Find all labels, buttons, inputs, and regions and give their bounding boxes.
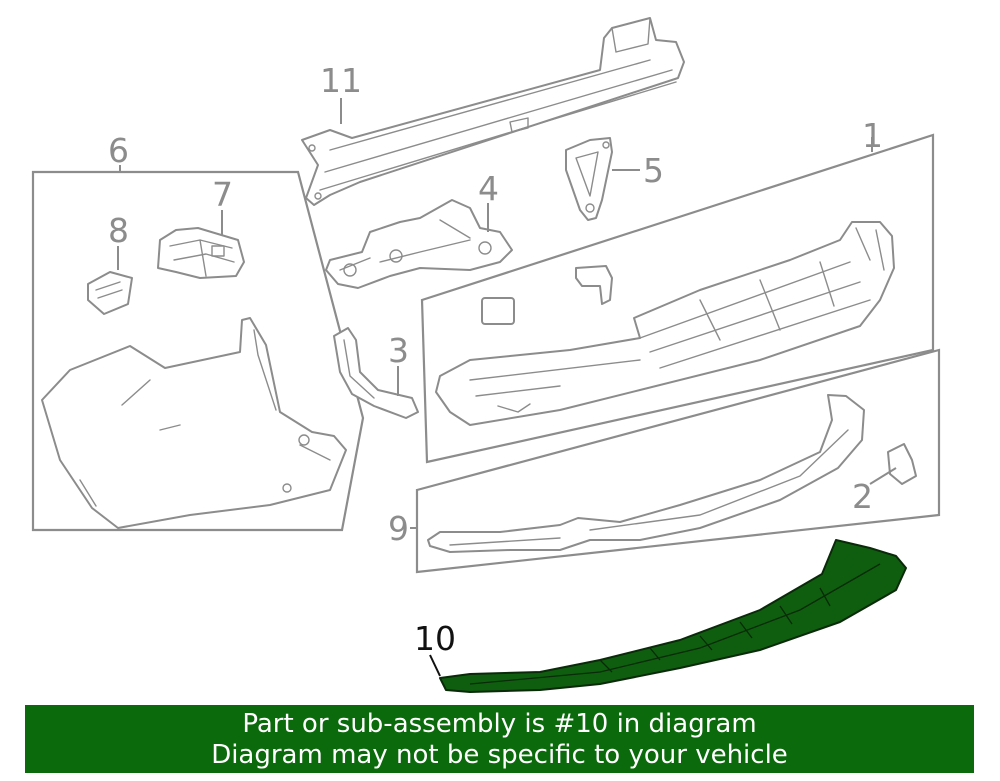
part-11-impact-bar[interactable] (301, 17, 685, 206)
callout-6: 6 (108, 131, 129, 170)
part-7-bracket[interactable] (157, 227, 245, 279)
callout-11: 11 (320, 61, 362, 100)
part-1-bumper-cover[interactable] (435, 221, 895, 426)
part-2-cap[interactable] (887, 443, 917, 485)
banner-line-1: Part or sub-assembly is #10 in diagram (242, 709, 757, 739)
part-4-guide-bracket[interactable] (325, 199, 513, 289)
panel-part-1 (420, 133, 935, 464)
callout-1: 1 (862, 116, 883, 155)
panel-part-9 (415, 348, 941, 574)
banner-line-2: Diagram may not be specific to your vehi… (211, 740, 788, 770)
callout-4: 4 (478, 169, 499, 208)
part-9-lower-molding[interactable] (427, 394, 865, 553)
part-5-bracket[interactable] (565, 137, 613, 221)
callout-7: 7 (212, 175, 233, 214)
part-6-corner-cover[interactable] (41, 317, 347, 529)
leader-2 (869, 467, 897, 485)
panel-part-6 (31, 170, 365, 532)
callout-8: 8 (108, 211, 129, 250)
callout-5: 5 (643, 151, 664, 190)
part-8-clip[interactable] (87, 271, 133, 315)
callout-2: 2 (852, 477, 873, 516)
callout-3: 3 (388, 331, 409, 370)
part-10-lower-valance[interactable] (439, 539, 907, 693)
callout-10: 10 (414, 619, 456, 658)
leader-10 (429, 654, 441, 677)
info-banner: Part or sub-assembly is #10 in diagram D… (25, 705, 974, 773)
callout-9: 9 (388, 509, 409, 548)
